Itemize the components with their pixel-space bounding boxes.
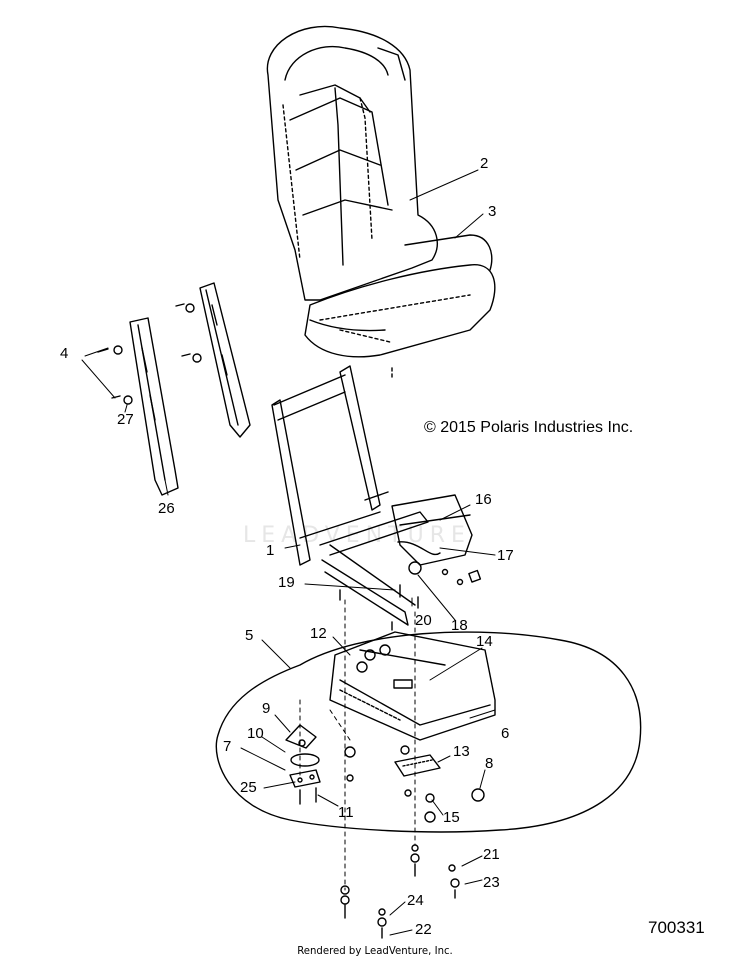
callout-11: 11	[338, 804, 354, 821]
callout-12: 12	[310, 625, 327, 642]
callout-labels: 1 2 3 4 5 6 7 8 9 10 11 12 13 14 15 16 1…	[60, 155, 514, 938]
callout-25: 25	[240, 779, 257, 796]
callout-7: 7	[223, 738, 231, 755]
callout-9: 9	[262, 700, 270, 717]
hinge-assembly	[285, 724, 321, 805]
base-outline	[215, 631, 642, 833]
diagram-id: 700331	[648, 918, 705, 937]
callout-10: 10	[247, 725, 264, 742]
callout-16: 16	[475, 491, 492, 508]
side-panel-left	[129, 317, 179, 496]
callout-5: 5	[245, 627, 253, 644]
leader-lines	[81, 169, 496, 936]
misc-hardware	[340, 745, 485, 939]
watermark: LEADVENTURE	[243, 523, 471, 548]
small-plate	[394, 754, 441, 777]
callout-21: 21	[483, 846, 500, 863]
copyright-notice: © 2015 Polaris Industries Inc.	[424, 419, 634, 436]
callout-14: 14	[476, 633, 493, 650]
panel-hardware	[97, 303, 202, 405]
callout-1: 1	[266, 542, 274, 559]
callout-26: 26	[158, 500, 175, 517]
callout-20: 20	[415, 612, 432, 629]
callout-13: 13	[453, 743, 470, 760]
seat-back	[266, 25, 438, 301]
callout-18: 18	[451, 617, 468, 634]
callout-27: 27	[117, 411, 134, 428]
frame-bolts	[339, 584, 419, 631]
callout-4: 4	[60, 345, 68, 362]
seat-bottom	[304, 234, 496, 381]
side-panel-right	[199, 282, 251, 438]
callout-24: 24	[407, 892, 424, 909]
callout-22: 22	[415, 921, 432, 938]
callout-3: 3	[488, 203, 496, 220]
callout-23: 23	[483, 874, 500, 891]
callout-17: 17	[497, 547, 514, 564]
callout-2: 2	[480, 155, 488, 172]
base-plate	[329, 631, 496, 741]
seat-frame	[271, 365, 429, 626]
callout-19: 19	[278, 574, 295, 591]
render-credit: Rendered by LeadVenture, Inc.	[297, 944, 453, 957]
callout-15: 15	[443, 809, 460, 826]
seat-bracket	[391, 494, 482, 586]
assembly-lines	[299, 599, 416, 891]
callout-8: 8	[485, 755, 493, 772]
callout-6: 6	[501, 725, 509, 742]
